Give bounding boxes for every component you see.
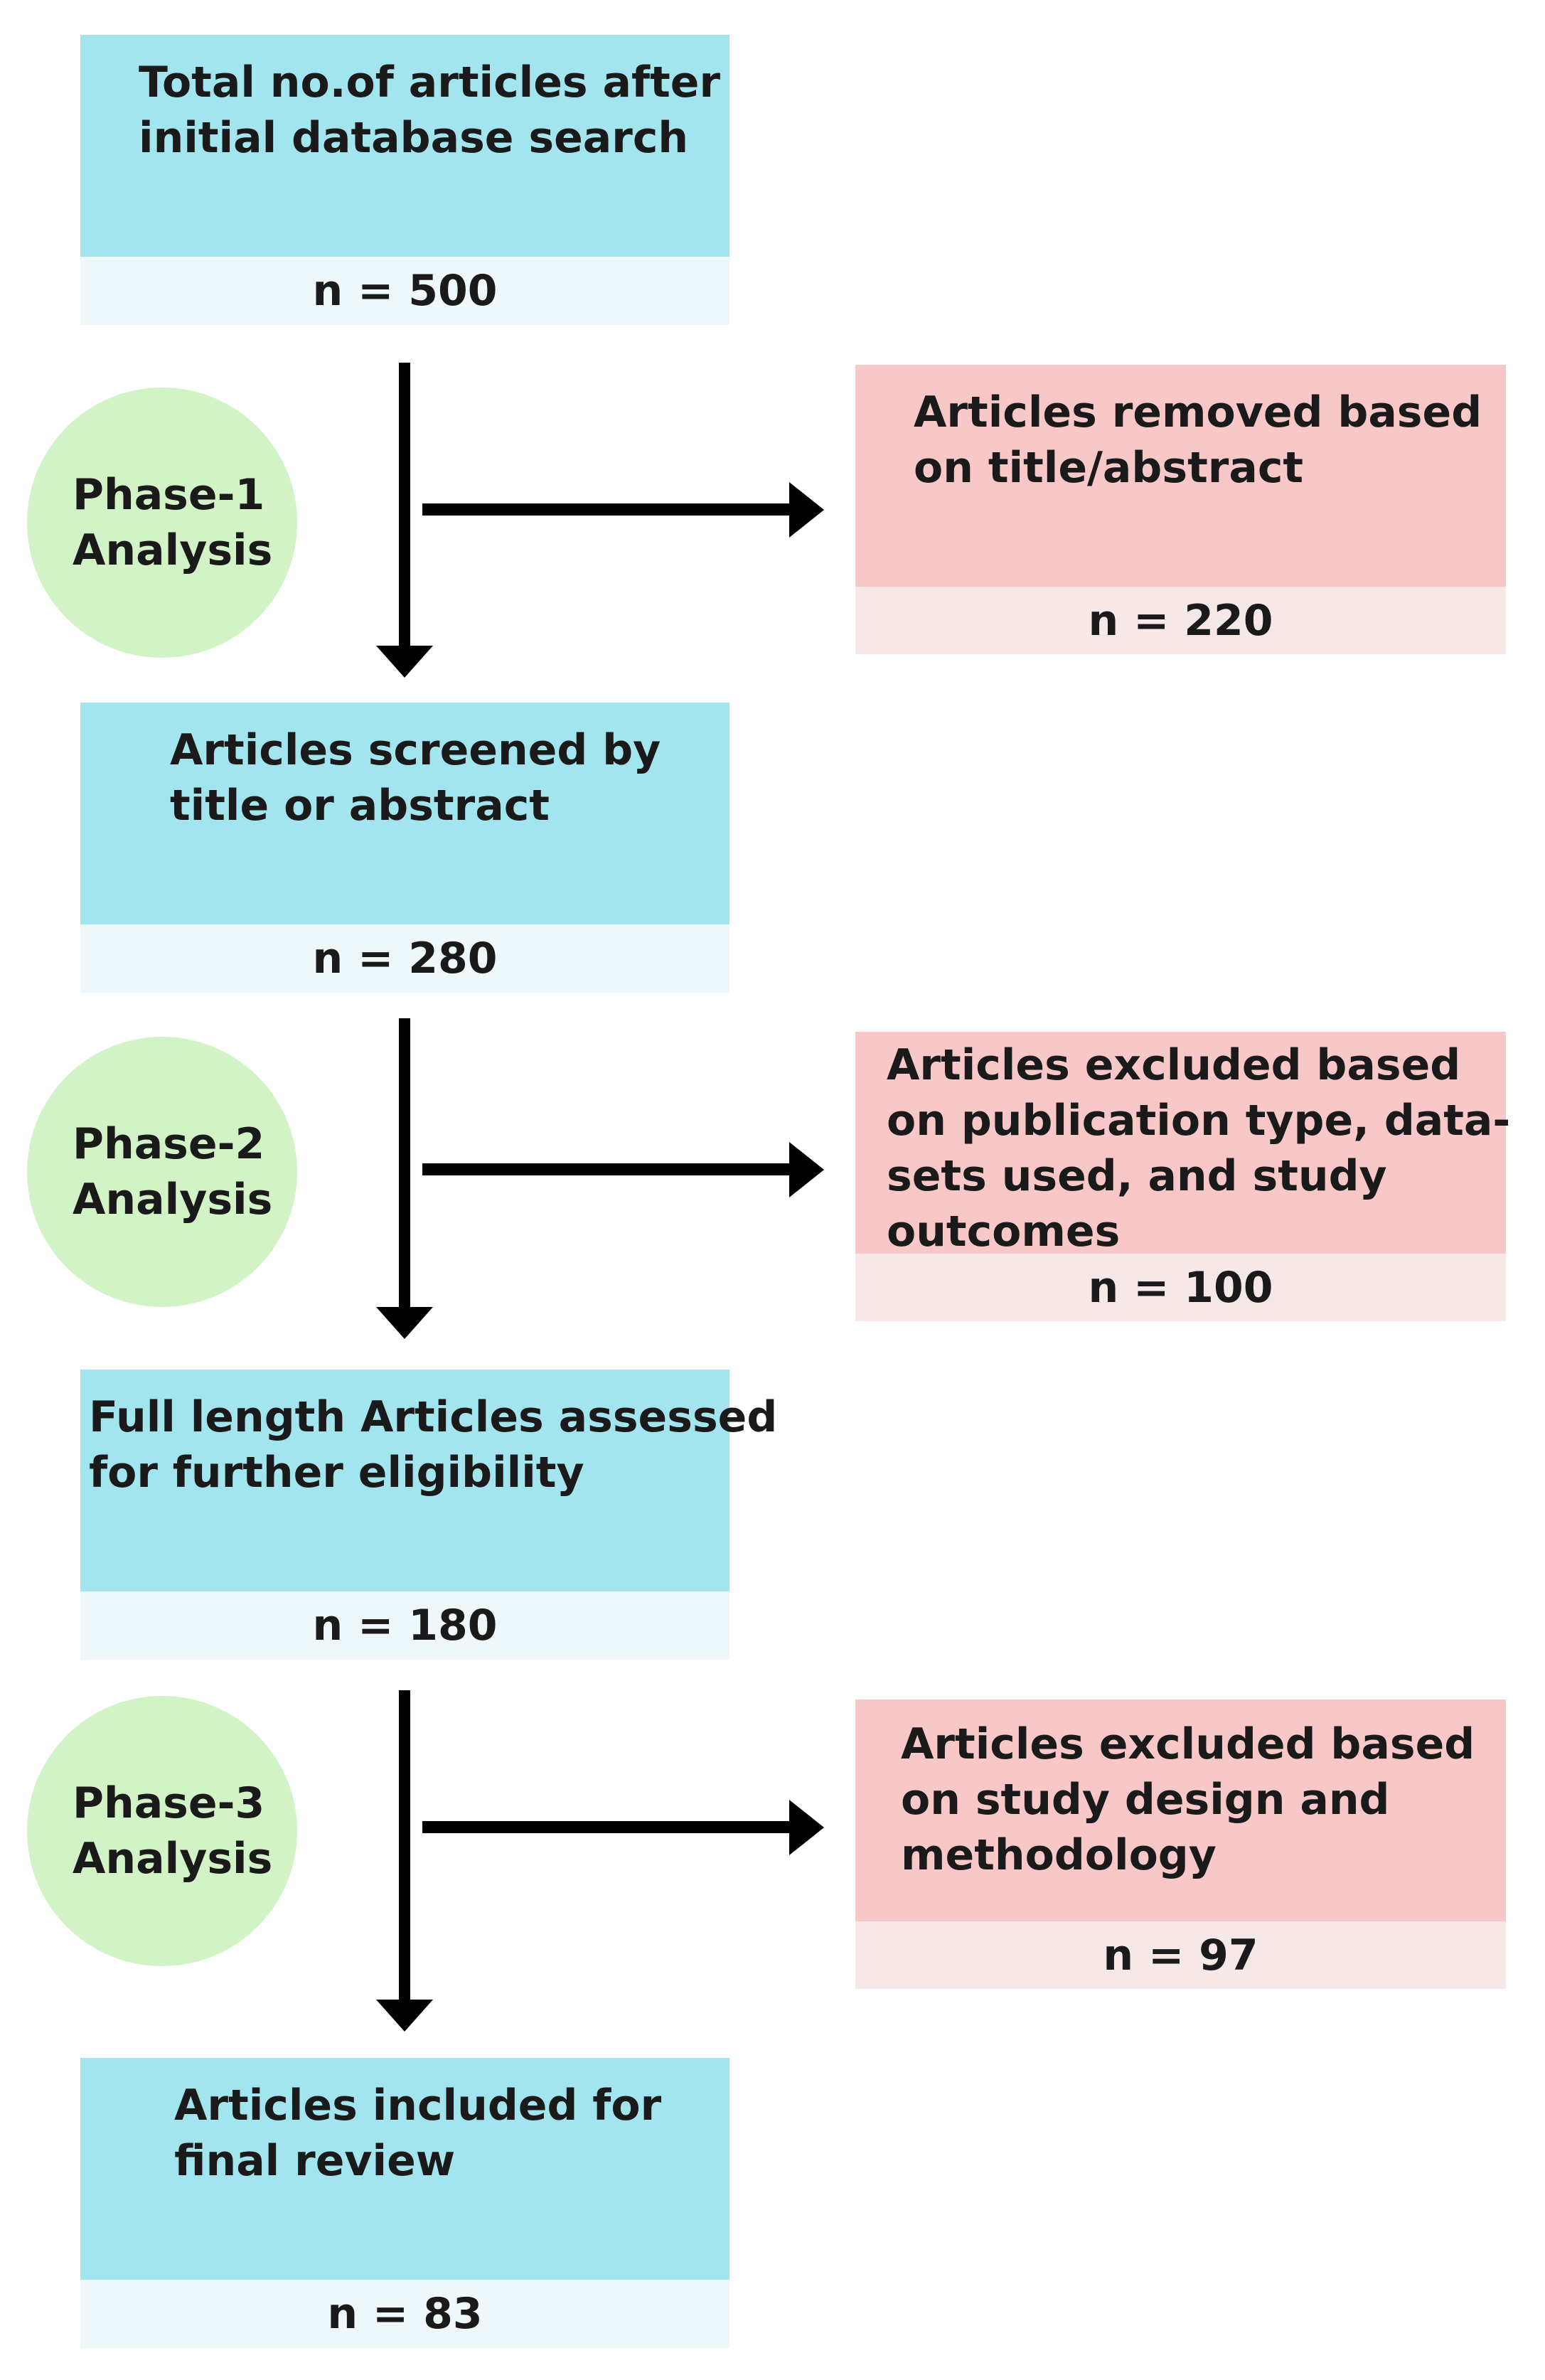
box-included-articles-count: n = 83: [80, 2280, 729, 2348]
arrow-down-head: [376, 2000, 433, 2032]
phase-1-circle: Phase-1 Analysis: [27, 388, 297, 658]
box-full-length-articles-count: n = 180: [80, 1591, 729, 1660]
box-excluded-study-design-text: Articles excluded based on study design …: [855, 1699, 1506, 1921]
arrow-right-shaft: [422, 503, 792, 516]
box-excluded-publication-type: Articles excluded based on publication t…: [855, 1032, 1511, 1321]
box-screened-articles-count: n = 280: [80, 924, 729, 993]
box-line: initial database search: [139, 113, 689, 163]
box-line: Total no.of articles after: [139, 58, 721, 107]
box-line: Articles included for: [174, 2081, 662, 2130]
arrow-right-head: [789, 1142, 824, 1197]
box-line: Articles excluded based: [887, 1040, 1461, 1090]
arrow-down-shaft: [399, 1690, 410, 2002]
box-line: Articles screened by: [170, 725, 661, 775]
arrow-down-shaft: [399, 363, 410, 647]
box-line: Articles excluded based: [901, 1719, 1475, 1769]
box-line: sets used, and study: [887, 1151, 1387, 1201]
box-excluded-study-design-count: n = 97: [855, 1921, 1506, 1989]
box-removed-title-abstract: Articles removed based on title/abstract…: [855, 365, 1506, 654]
box-line: on study design and: [901, 1775, 1390, 1825]
box-line: title or abstract: [170, 781, 550, 831]
box-total-articles-count: n = 500: [80, 257, 729, 325]
box-excluded-publication-type-text: Articles excluded based on publication t…: [855, 1032, 1511, 1256]
box-screened-articles: Articles screened by title or abstract n…: [80, 703, 729, 993]
box-line: Full length Articles assessed: [89, 1392, 778, 1442]
box-full-length-articles-text: Full length Articles assessed for furthe…: [80, 1370, 778, 1591]
phase-2-circle: Phase-2 Analysis: [27, 1037, 297, 1307]
box-line: final review: [174, 2136, 456, 2186]
phase-label: Analysis: [73, 1175, 273, 1224]
phase-label: Analysis: [73, 1834, 273, 1884]
arrow-down-head: [376, 1307, 433, 1339]
phase-label: Analysis: [73, 525, 273, 575]
phase-label: Phase-3: [73, 1778, 265, 1828]
arrow-right-shaft: [422, 1163, 792, 1175]
box-excluded-study-design: Articles excluded based on study design …: [855, 1699, 1506, 1989]
arrow-right-head: [789, 482, 824, 538]
box-removed-title-abstract-text: Articles removed based on title/abstract: [855, 365, 1506, 587]
box-line: on title/abstract: [914, 443, 1304, 493]
box-screened-articles-text: Articles screened by title or abstract: [80, 703, 729, 924]
box-line: outcomes: [887, 1207, 1121, 1256]
phase-label: Phase-2: [73, 1119, 265, 1169]
box-total-articles-text: Total no.of articles after initial datab…: [80, 35, 729, 257]
box-included-articles-text: Articles included for final review: [80, 2058, 729, 2280]
phase-3-circle: Phase-3 Analysis: [27, 1696, 297, 1966]
box-line: Articles removed based: [914, 388, 1482, 437]
box-excluded-publication-type-count: n = 100: [855, 1254, 1506, 1321]
box-line: on publication type, data-: [887, 1096, 1511, 1146]
box-removed-title-abstract-count: n = 220: [855, 587, 1506, 654]
box-line: for further eligibility: [89, 1448, 584, 1498]
arrow-down-head: [376, 646, 433, 678]
box-full-length-articles: Full length Articles assessed for furthe…: [80, 1370, 778, 1660]
box-line: methodology: [901, 1830, 1217, 1880]
arrow-down-shaft: [399, 1018, 410, 1308]
arrow-right-head: [789, 1800, 824, 1855]
box-included-articles: Articles included for final review n = 8…: [80, 2058, 729, 2348]
arrow-right-shaft: [422, 1821, 792, 1833]
box-total-articles: Total no.of articles after initial datab…: [80, 35, 729, 325]
phase-label: Phase-1: [73, 470, 265, 520]
